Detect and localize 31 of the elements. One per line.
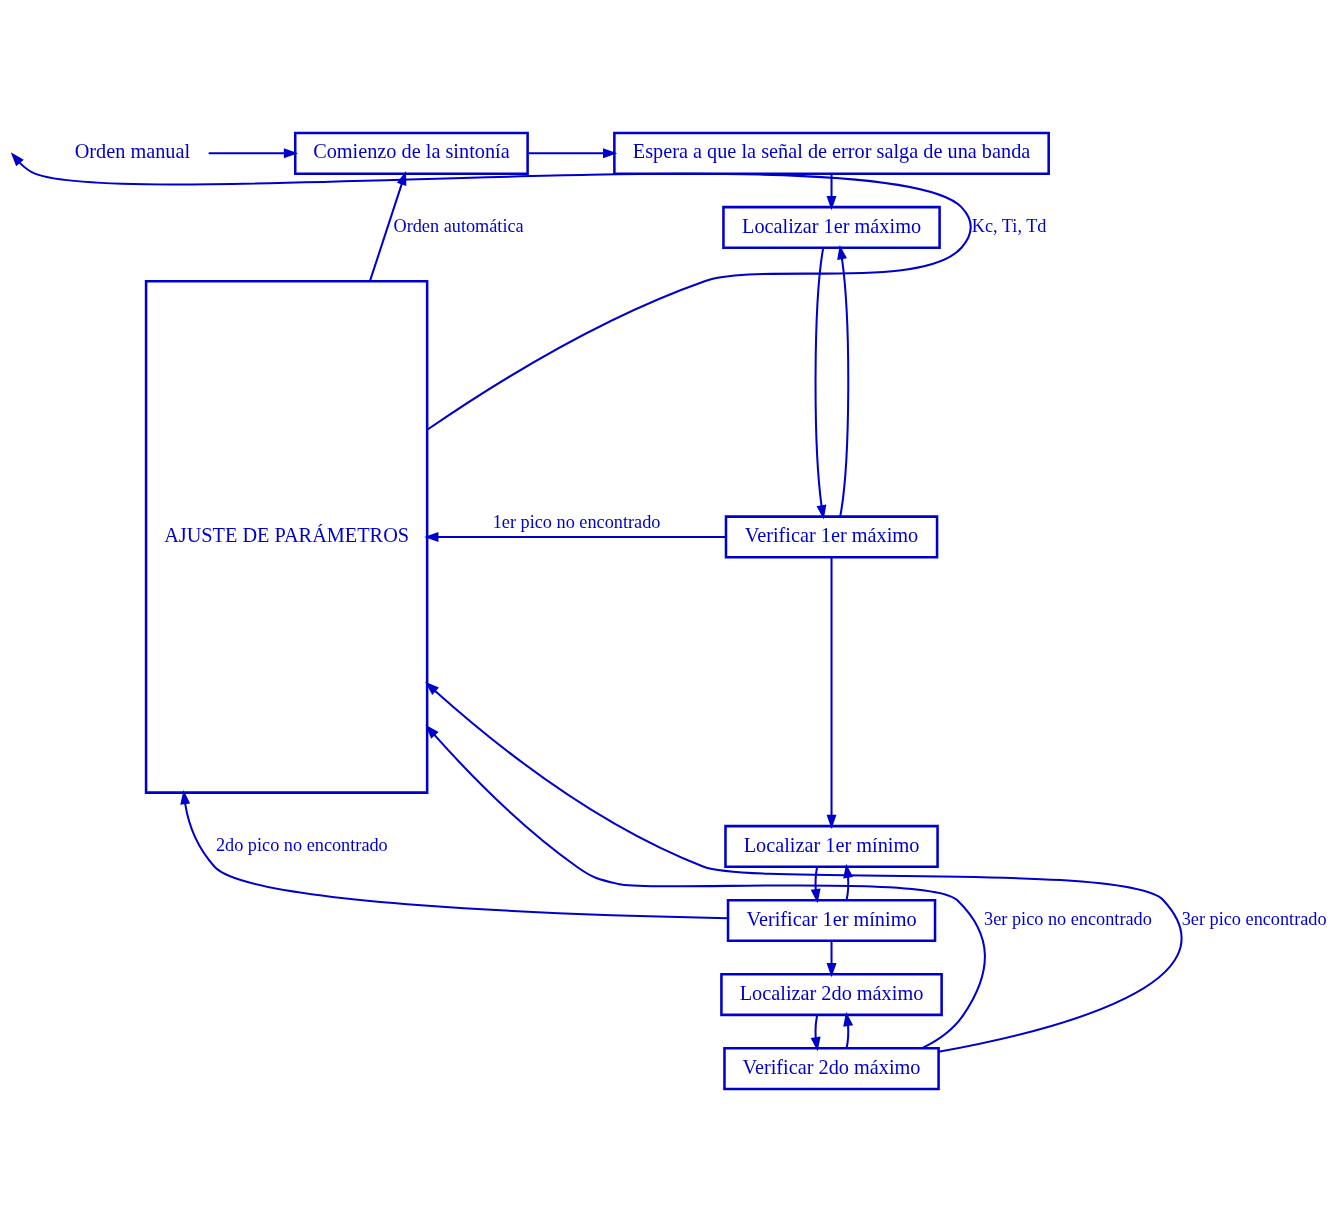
edge-label: 1er pico no encontrado [492, 512, 661, 533]
arrow [425, 681, 1183, 1053]
node-box: Verificar 1er máximo [724, 515, 939, 559]
arrow [10, 152, 972, 431]
edge-label: 3er pico encontrado [1181, 908, 1327, 929]
arrow [425, 724, 986, 1050]
arrow [826, 173, 837, 211]
node-box: AJUSTE DE PARÁMETROS [144, 279, 429, 794]
node-box: Verificar 2do máximo [723, 1047, 940, 1091]
arrow [810, 1014, 821, 1052]
edge-label: Kc, Ti, Td [971, 215, 1047, 236]
edge-label: Orden automática [393, 215, 524, 236]
arrow [843, 1011, 854, 1049]
arrow [810, 866, 821, 904]
edge-label: 2do pico no encontrado [215, 834, 388, 855]
arrow [826, 557, 837, 829]
node-box: Localizar 2do máximo [720, 973, 943, 1017]
arrow [814, 248, 827, 520]
node-box: Espera a que la señal de error salga de una banda [613, 131, 1050, 175]
edge-label: 3er pico no encontrado [984, 908, 1152, 929]
arrow [527, 148, 618, 159]
node-box: Verificar 1er mínimo [726, 898, 937, 943]
node-box: Localizar 1er máximo [722, 205, 941, 249]
arrow [424, 531, 726, 542]
node-box: Localizar 1er mínimo [724, 824, 939, 868]
node-text: Orden manual [74, 140, 191, 163]
arrow [837, 245, 850, 517]
node-box: Comienzo de la sintonía [293, 131, 529, 175]
arrow [826, 940, 837, 978]
arrow [208, 148, 299, 159]
arrow [180, 789, 728, 920]
